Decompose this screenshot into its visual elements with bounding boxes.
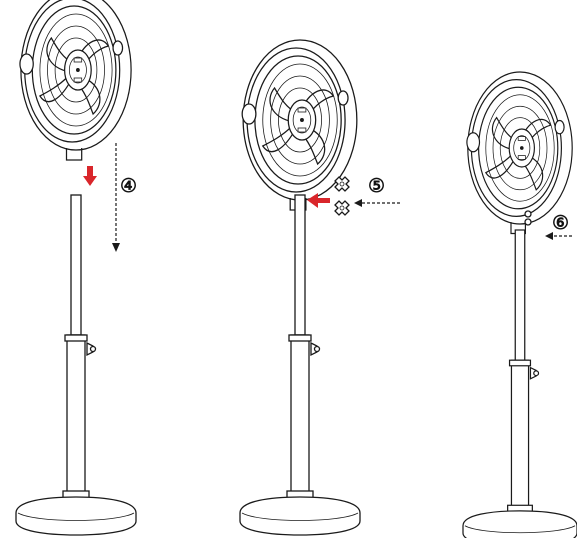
fan-head-step-6 <box>467 72 572 234</box>
step-4-label: ④ <box>120 176 137 197</box>
dashed-arrow-down <box>112 143 120 252</box>
screw-icon <box>335 177 349 215</box>
stand-step-6 <box>463 230 577 538</box>
stand-step-5 <box>240 195 360 535</box>
dashed-arrow-left-step-5 <box>354 199 400 207</box>
step-5-label: ⑤ <box>368 176 385 197</box>
step-6-label: ⑥ <box>552 213 569 234</box>
red-arrow-down <box>83 166 97 186</box>
fan-head-step-4 <box>20 0 131 160</box>
